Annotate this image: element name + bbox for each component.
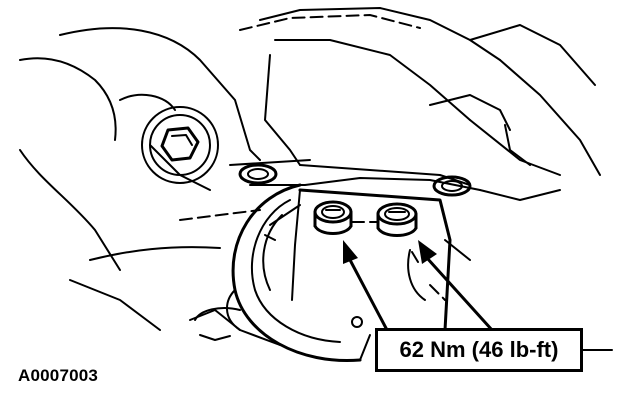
torque-leader-arrows bbox=[343, 240, 613, 351]
torque-spec-callout: 62 Nm (46 lb-ft) bbox=[375, 328, 583, 372]
engine-mount-insulator bbox=[194, 183, 371, 363]
bolt-right bbox=[351, 202, 418, 237]
bolt-left bbox=[313, 200, 353, 235]
figure-id-label: A0007003 bbox=[18, 366, 99, 385]
pulley-boss bbox=[141, 106, 219, 184]
bracket-mounting-holes bbox=[238, 163, 472, 197]
torque-spec-label: 62 Nm (46 lb-ft) bbox=[399, 337, 559, 362]
mount-bracket-plate bbox=[264, 188, 471, 332]
engine-block-housing bbox=[19, 7, 601, 331]
